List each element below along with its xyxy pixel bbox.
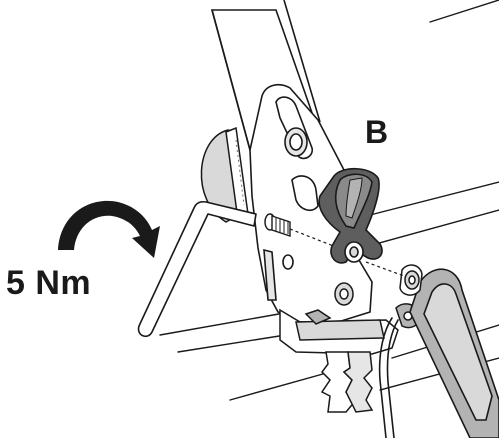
torque-label: 5 Nm (6, 264, 92, 302)
rotation-arrow-icon (58, 200, 160, 258)
background-lines (159, 0, 499, 401)
allen-key-icon (137, 200, 257, 338)
right-arm (409, 268, 499, 438)
nut-right (399, 264, 423, 296)
clamp-lever-icon (318, 167, 383, 264)
part-label-b: B (365, 114, 389, 150)
screw-icon (264, 213, 405, 277)
cable (378, 317, 399, 438)
back-pad (200, 126, 249, 223)
clamp-housing (279, 308, 399, 413)
lower-cap (334, 282, 354, 306)
